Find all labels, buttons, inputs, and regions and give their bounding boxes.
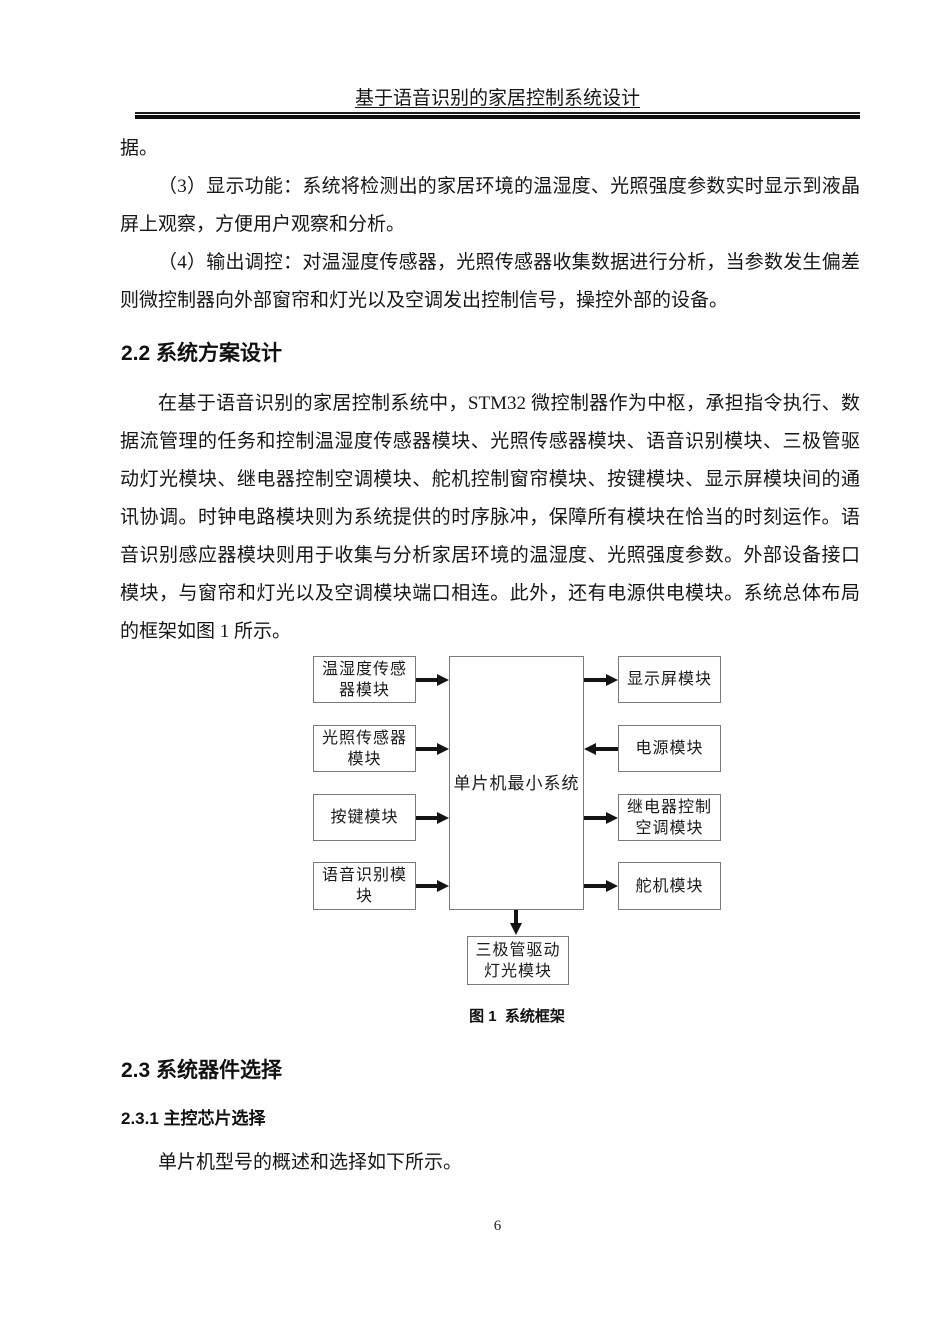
paragraph-output-control: （4）输出调控：对温湿度传感器，光照传感器收集数据进行分析，当参数发生偏差则微控… [120, 252, 860, 311]
section-heading-2-2: 2.2 系统方案设计 [121, 342, 283, 365]
paragraph-mcu-selection: 单片机型号的概述和选择如下所示。 [158, 1152, 463, 1173]
body-block-2-2: 在基于语音识别的家居控制系统中，STM32 微控制器作为中枢，承担指令执行、数据… [120, 385, 860, 651]
figure-caption: 图 1 系统框架 [469, 1008, 565, 1025]
box-keypad: 按键模块 [313, 794, 416, 841]
box-relay-ac: 继电器控制空调模块 [618, 794, 721, 841]
box-transistor-light: 三极管驱动灯光模块 [467, 936, 569, 985]
box-servo-module: 舵机模块 [618, 862, 721, 910]
header-rule [135, 112, 860, 119]
box-mcu-minimal-system: 单片机最小系统 [449, 656, 584, 910]
section-heading-2-3: 2.3 系统器件选择 [121, 1059, 283, 1082]
header-title: 基于语音识别的家居控制系统设计 [354, 88, 640, 109]
section-heading-2-3-1: 2.3.1 主控芯片选择 [121, 1109, 266, 1128]
box-light-sensor: 光照传感器模块 [313, 725, 416, 772]
box-voice-recognition: 语音识别模块 [313, 862, 416, 910]
body-block-top: 据。 （3）显示功能：系统将检测出的家居环境的温湿度、光照强度参数实时显示到液晶… [120, 130, 860, 320]
paragraph-continuation: 据。 [120, 138, 159, 159]
paragraph-display-function: （3）显示功能：系统将检测出的家居环境的温湿度、光照强度参数实时显示到液晶屏上观… [120, 176, 860, 235]
box-power-module: 电源模块 [618, 725, 721, 772]
paragraph-system-design: 在基于语音识别的家居控制系统中，STM32 微控制器作为中枢，承担指令执行、数据… [120, 393, 860, 642]
page-number: 6 [493, 1218, 502, 1234]
box-temp-humidity-sensor: 温湿度传感器模块 [313, 656, 416, 703]
body-block-2-3-1: 单片机型号的概述和选择如下所示。 [120, 1144, 860, 1182]
box-display-module: 显示屏模块 [618, 656, 721, 703]
